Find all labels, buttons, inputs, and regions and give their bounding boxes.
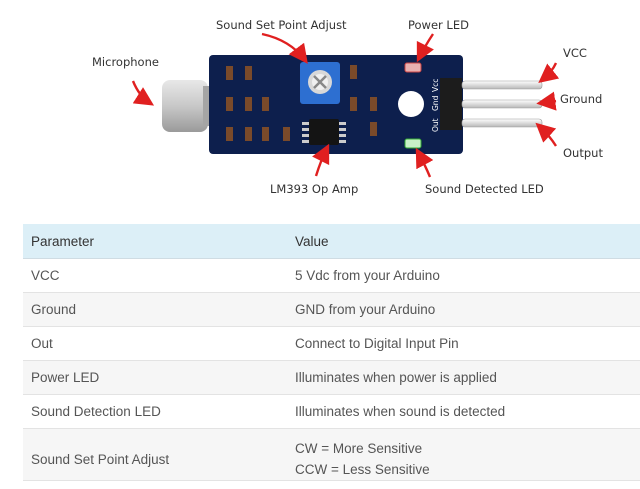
table-row: Ground GND from your Arduino [23, 292, 640, 327]
sound-detected-led [404, 138, 422, 149]
sound-sensor-diagram: Vcc Gnd Out Microphone Sound Set Point A… [92, 18, 603, 196]
row-parameter: Sound Set Point Adjust [23, 428, 287, 481]
lm393-chip [302, 119, 346, 145]
row-parameter: Out [23, 326, 287, 361]
row-value: 5 Vdc from your Arduino [287, 258, 640, 293]
row-parameter: Ground [23, 292, 287, 327]
table-row: Power LED Illuminates when power is appl… [23, 360, 640, 395]
row-value: CW = More Sensitive CCW = Less Sensitive [287, 428, 640, 481]
table-header-row: Parameter Value [23, 224, 640, 259]
label-sound-detected-led: Sound Detected LED [425, 182, 544, 196]
row-value: Connect to Digital Input Pin [287, 326, 640, 361]
row-parameter: VCC [23, 258, 287, 293]
label-microphone: Microphone [92, 55, 159, 69]
potentiometer [300, 62, 340, 104]
row-value: Illuminates when sound is detected [287, 394, 640, 429]
header-value: Value [287, 224, 640, 259]
row-parameter: Sound Detection LED [23, 394, 287, 429]
label-ground: Ground [560, 92, 602, 106]
pin-label-gnd: Gnd [431, 95, 440, 111]
label-power-led: Power LED [408, 18, 469, 32]
table-row: Out Connect to Digital Input Pin [23, 326, 640, 361]
mounting-hole [398, 91, 424, 117]
value-line: CCW = Less Sensitive [295, 462, 430, 477]
smd-components [226, 65, 377, 141]
microphone-component [162, 80, 213, 132]
label-output: Output [563, 146, 603, 160]
pin-label-out: Out [431, 118, 440, 132]
row-parameter: Power LED [23, 360, 287, 395]
label-sound-set-point-adjust: Sound Set Point Adjust [216, 18, 347, 32]
row-value: Illuminates when power is applied [287, 360, 640, 395]
pins [461, 80, 543, 128]
power-led [404, 62, 422, 73]
parameter-table: Parameter Value VCC 5 Vdc from your Ardu… [23, 224, 640, 481]
table-row: VCC 5 Vdc from your Arduino [23, 258, 640, 293]
table-row: Sound Set Point Adjust CW = More Sensiti… [23, 428, 640, 481]
row-value: GND from your Arduino [287, 292, 640, 327]
label-lm393: LM393 Op Amp [270, 182, 358, 196]
pin-label-vcc: Vcc [431, 79, 440, 92]
table-row: Sound Detection LED Illuminates when sou… [23, 394, 640, 429]
label-vcc: VCC [563, 46, 587, 60]
callout-arrows [131, 32, 560, 178]
pin-header [440, 78, 462, 130]
header-parameter: Parameter [23, 224, 287, 259]
circuit-board [209, 55, 463, 154]
value-line: CW = More Sensitive [295, 441, 423, 456]
